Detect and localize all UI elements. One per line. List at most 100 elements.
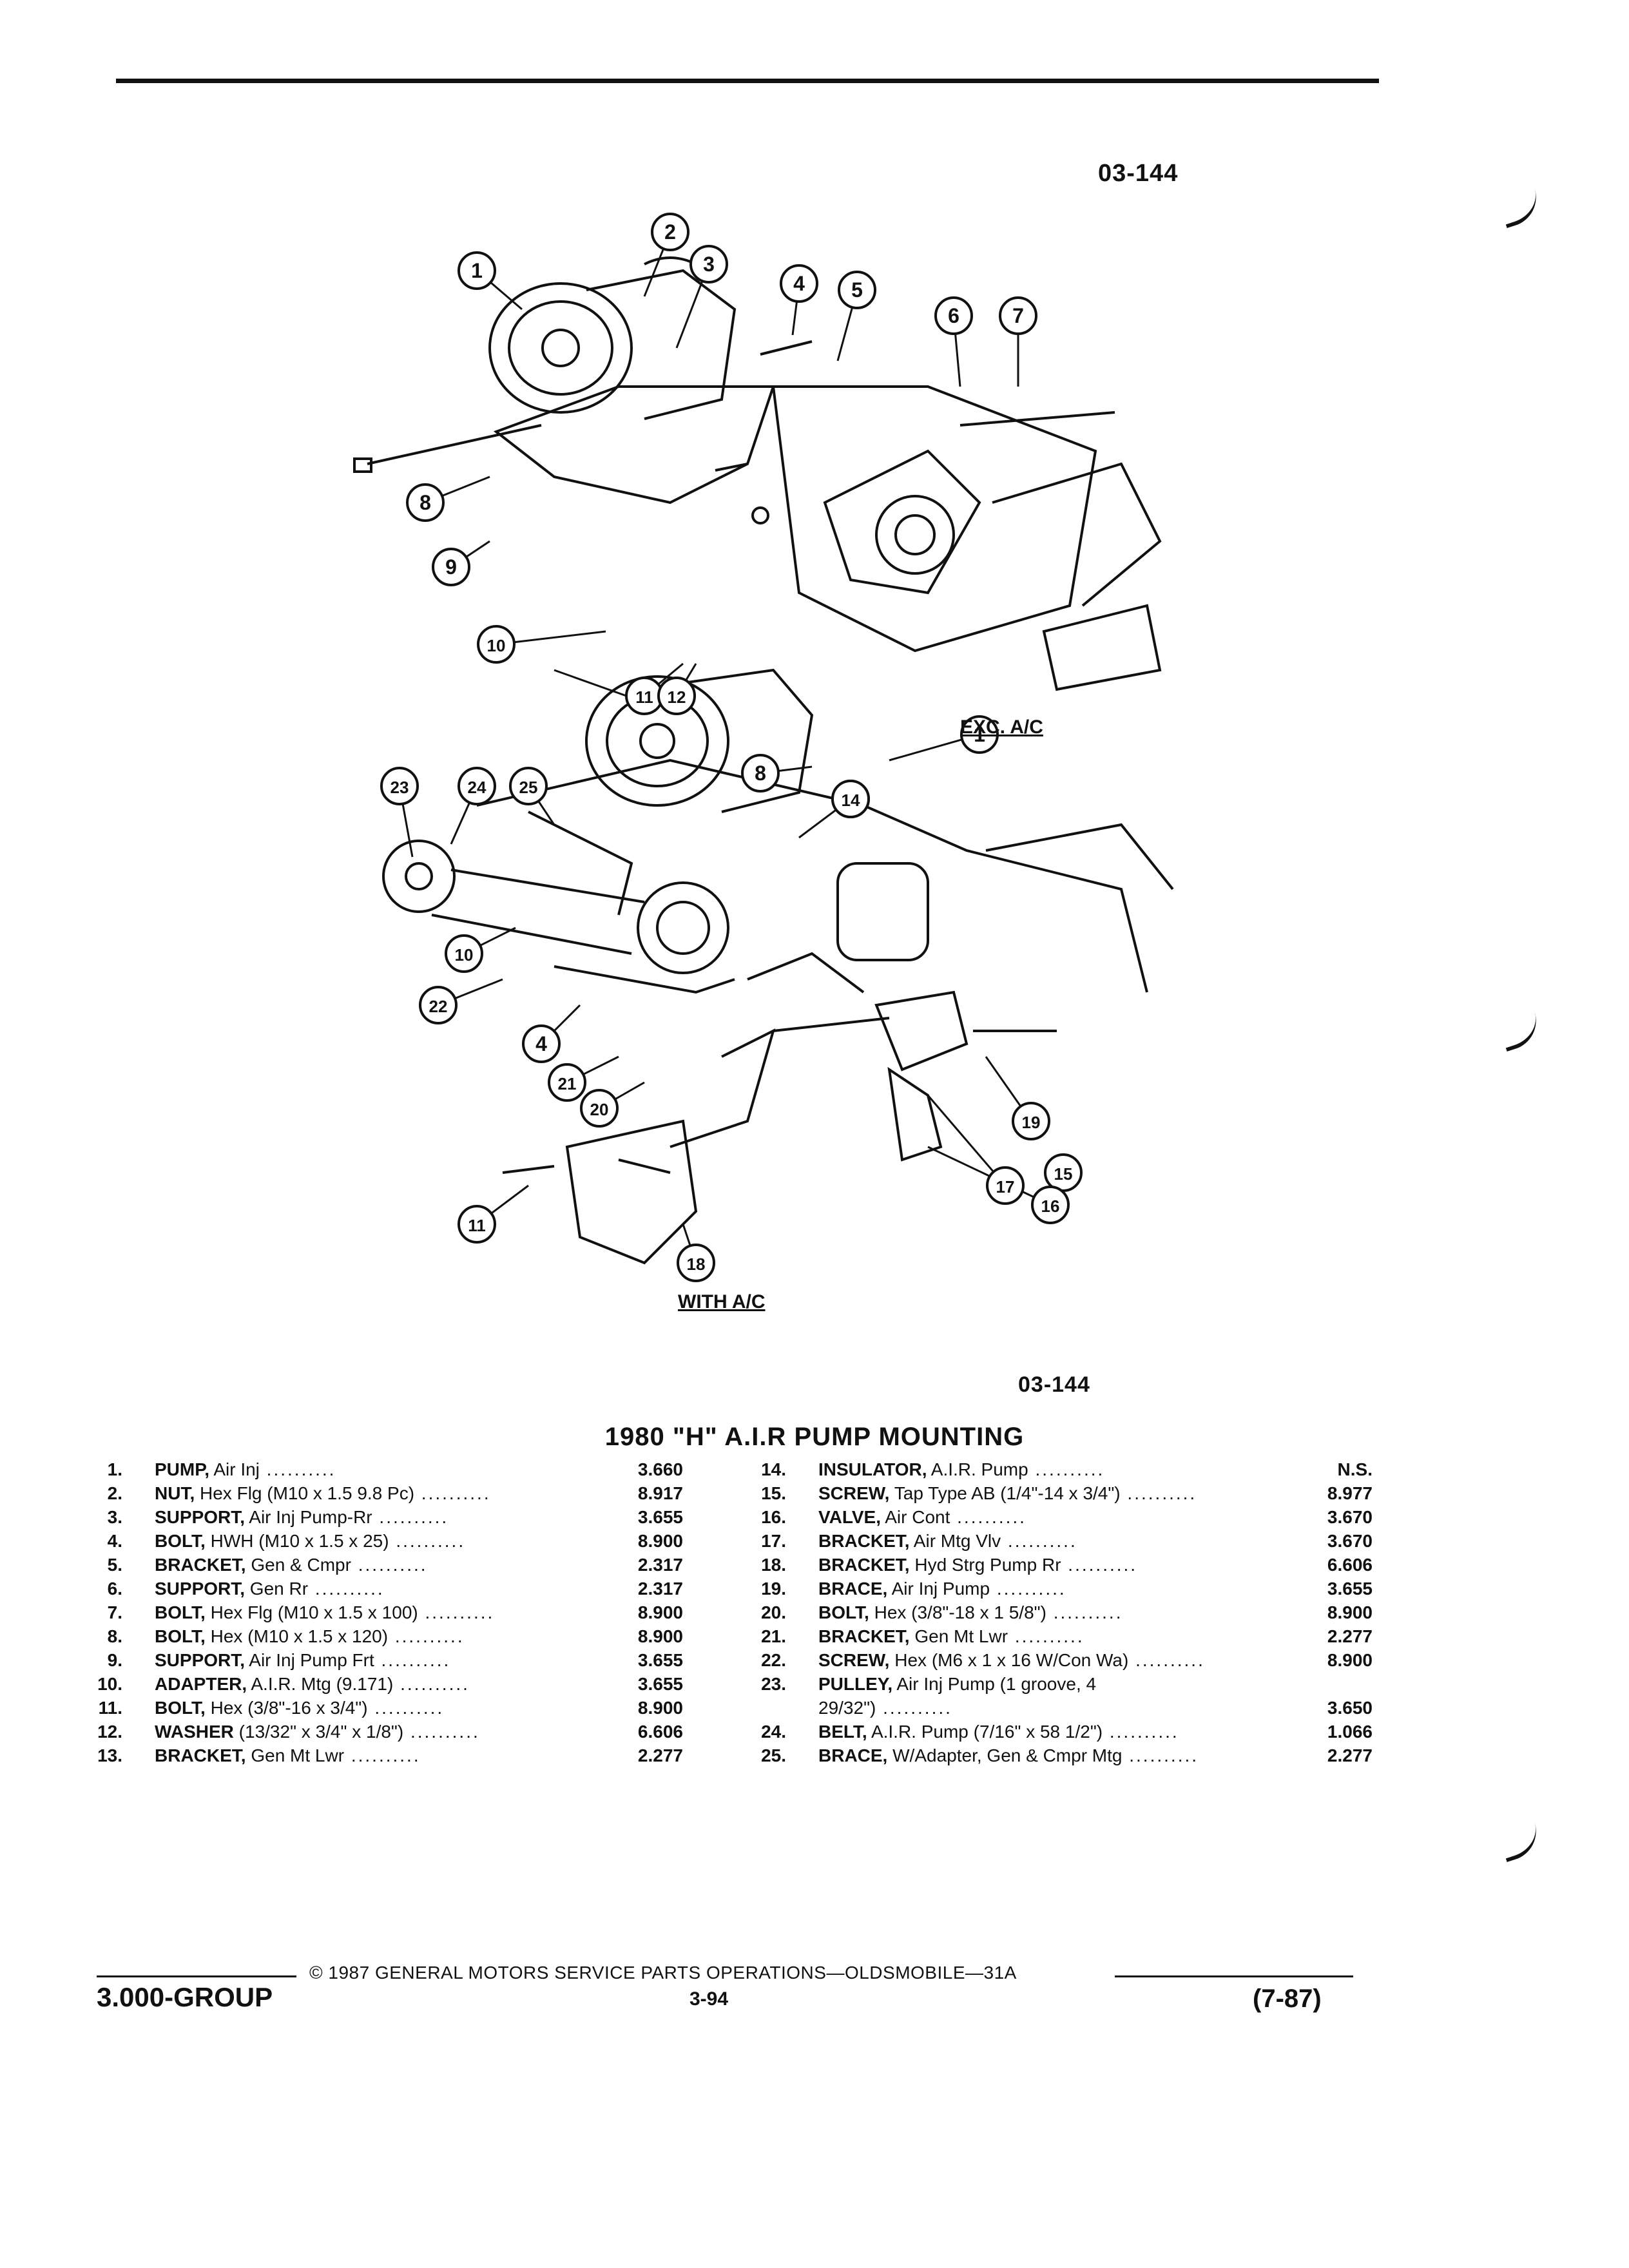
part-detail: Hyd Strg Pump Rr [909, 1555, 1061, 1575]
part-description: BOLT, Hex (3/8"-18 x 1 5/8") .......... [818, 1600, 1123, 1624]
leader-dots: .......... [393, 1674, 470, 1694]
callout-label: 19 [1022, 1113, 1041, 1132]
callout-label: 11 [468, 1216, 486, 1235]
parts-row: 10. ADAPTER, A.I.R. Mtg (9.171) .........… [77, 1672, 709, 1696]
part-number: 14. [761, 1459, 786, 1479]
upper-callout-12: 12 [657, 677, 696, 715]
lower-callout-25: 25 [509, 767, 548, 805]
part-group-number: 2.317 [637, 1579, 683, 1599]
parts-row: 20.BOLT, Hex (3/8"-18 x 1 5/8") ........… [741, 1600, 1373, 1624]
callout-label: 3 [703, 253, 715, 276]
part-description: BELT, A.I.R. Pump (7/16" x 58 1/2") ....… [818, 1720, 1179, 1744]
part-number: 1. [107, 1459, 122, 1479]
upper-callout-6: 6 [934, 296, 973, 335]
bracket-upper-drawing [493, 385, 1162, 691]
part-number: 7. [107, 1602, 122, 1622]
callout-label: 12 [668, 687, 686, 707]
part-name: BRACE, [818, 1745, 888, 1765]
part-detail: Air Inj Pump Frt [245, 1650, 374, 1670]
part-number: 6. [107, 1579, 122, 1599]
callout-label: 4 [535, 1032, 547, 1055]
part-description: BRACE, Air Inj Pump .......... [818, 1577, 1066, 1600]
part-description: PUMP, Air Inj .......... [155, 1457, 336, 1481]
part-group-number: 3.670 [1327, 1531, 1373, 1551]
leader-dots: .......... [1103, 1722, 1179, 1742]
part-name: BOLT, [155, 1531, 206, 1551]
part-number: 10. [97, 1674, 122, 1694]
part-number: 19. [761, 1579, 786, 1599]
air-pump-lower-drawing [585, 668, 814, 813]
callout-label: 24 [468, 778, 487, 797]
part-group-number: 3.655 [637, 1674, 683, 1694]
part-name: SUPPORT, [155, 1507, 246, 1527]
leader-dots: .......... [1128, 1650, 1205, 1670]
part-description: SCREW, Tap Type AB (1/4"-14 x 3/4") ....… [818, 1481, 1197, 1505]
footer-rule-left [97, 1975, 296, 1977]
callout-label: 4 [793, 272, 805, 295]
part-group-number: 3.655 [637, 1507, 683, 1527]
leader-dots: .......... [876, 1698, 952, 1718]
part-detail: A.I.R. Pump (7/16" x 58 1/2") [867, 1722, 1103, 1742]
figure-ref-lower: 03-144 [1018, 1372, 1090, 1397]
part-name: SUPPORT, [155, 1579, 246, 1599]
lower-callout-14: 14 [831, 780, 870, 818]
leader-dots: .......... [259, 1459, 336, 1479]
part-group-number: 8.900 [637, 1698, 683, 1718]
part-name: BRACE, [818, 1579, 888, 1599]
part-name: BRACKET, [818, 1626, 910, 1646]
upper-callout-1: 1 [458, 251, 496, 290]
engine-lower-drawing [382, 758, 1174, 994]
upper-callout-9: 9 [432, 548, 470, 586]
part-name: WASHER [155, 1722, 234, 1742]
part-name: BRACKET, [155, 1555, 246, 1575]
lower-callout-4: 4 [522, 1024, 561, 1063]
part-name: SCREW, [818, 1650, 890, 1670]
part-detail: Hex Flg (M10 x 1.5 9.8 Pc) [195, 1483, 415, 1503]
lower-callout-18: 18 [677, 1244, 715, 1282]
leader-dots: .......... [1001, 1531, 1077, 1551]
part-group-number: 8.977 [1327, 1483, 1373, 1503]
part-name: BOLT, [818, 1602, 869, 1622]
part-name: PULLEY, [818, 1674, 893, 1694]
part-detail: Air Mtg Vlv [909, 1531, 1001, 1551]
part-group-number: 8.900 [637, 1531, 683, 1551]
part-detail: Air Inj Pump [887, 1579, 990, 1599]
part-number: 2. [107, 1483, 122, 1503]
margin-check-mark [1498, 1011, 1544, 1052]
part-name: SUPPORT, [155, 1650, 246, 1670]
part-name: BOLT, [155, 1602, 206, 1622]
lower-callout-15: 15 [1044, 1153, 1083, 1192]
upper-callout-3: 3 [689, 245, 728, 284]
upper-callout-11: 11 [625, 677, 664, 715]
part-description: BRACKET, Gen & Cmpr .......... [155, 1553, 428, 1577]
part-name: PUMP, [155, 1459, 210, 1479]
leader-dots: .......... [367, 1698, 445, 1718]
parts-row: 1.PUMP, Air Inj ..........3.660 [77, 1457, 709, 1481]
air-pump-upper-drawing [488, 256, 737, 420]
callout-label: 18 [687, 1254, 706, 1274]
part-number: 13. [97, 1745, 122, 1765]
part-number: 23. [761, 1674, 786, 1694]
lower-callout-10: 10 [445, 934, 483, 973]
part-detail: Hex (M10 x 1.5 x 120) [205, 1626, 389, 1646]
part-detail: Gen Mt Lwr [246, 1745, 345, 1765]
lower-callout-20: 20 [580, 1089, 619, 1128]
parts-row: 16.VALVE, Air Cont ..........3.670 [741, 1505, 1373, 1529]
upper-callout-8: 8 [406, 483, 445, 522]
footer-copyright: © 1987 GENERAL MOTORS SERVICE PARTS OPER… [309, 1963, 1017, 1983]
margin-check-mark [1498, 1821, 1544, 1863]
part-group-number: 8.900 [1327, 1602, 1373, 1622]
part-name: ADAPTER, [155, 1674, 247, 1694]
callout-label: 10 [455, 945, 474, 965]
part-name: VALVE, [818, 1507, 881, 1527]
part-description: BOLT, HWH (M10 x 1.5 x 25) .......... [155, 1529, 465, 1553]
part-description: BOLT, Hex Flg (M10 x 1.5 x 100) ........… [155, 1600, 494, 1624]
part-detail: A.I.R. Mtg (9.171) [247, 1674, 394, 1694]
bolts-upper-drawing [353, 340, 1115, 524]
leader-dots: .......... [388, 1626, 465, 1646]
leader-dots: .......... [344, 1745, 421, 1765]
part-description: INSULATOR, A.I.R. Pump .......... [818, 1457, 1104, 1481]
part-group-number: 1.066 [1327, 1722, 1373, 1742]
part-description: SUPPORT, Air Inj Pump-Rr .......... [155, 1505, 448, 1529]
